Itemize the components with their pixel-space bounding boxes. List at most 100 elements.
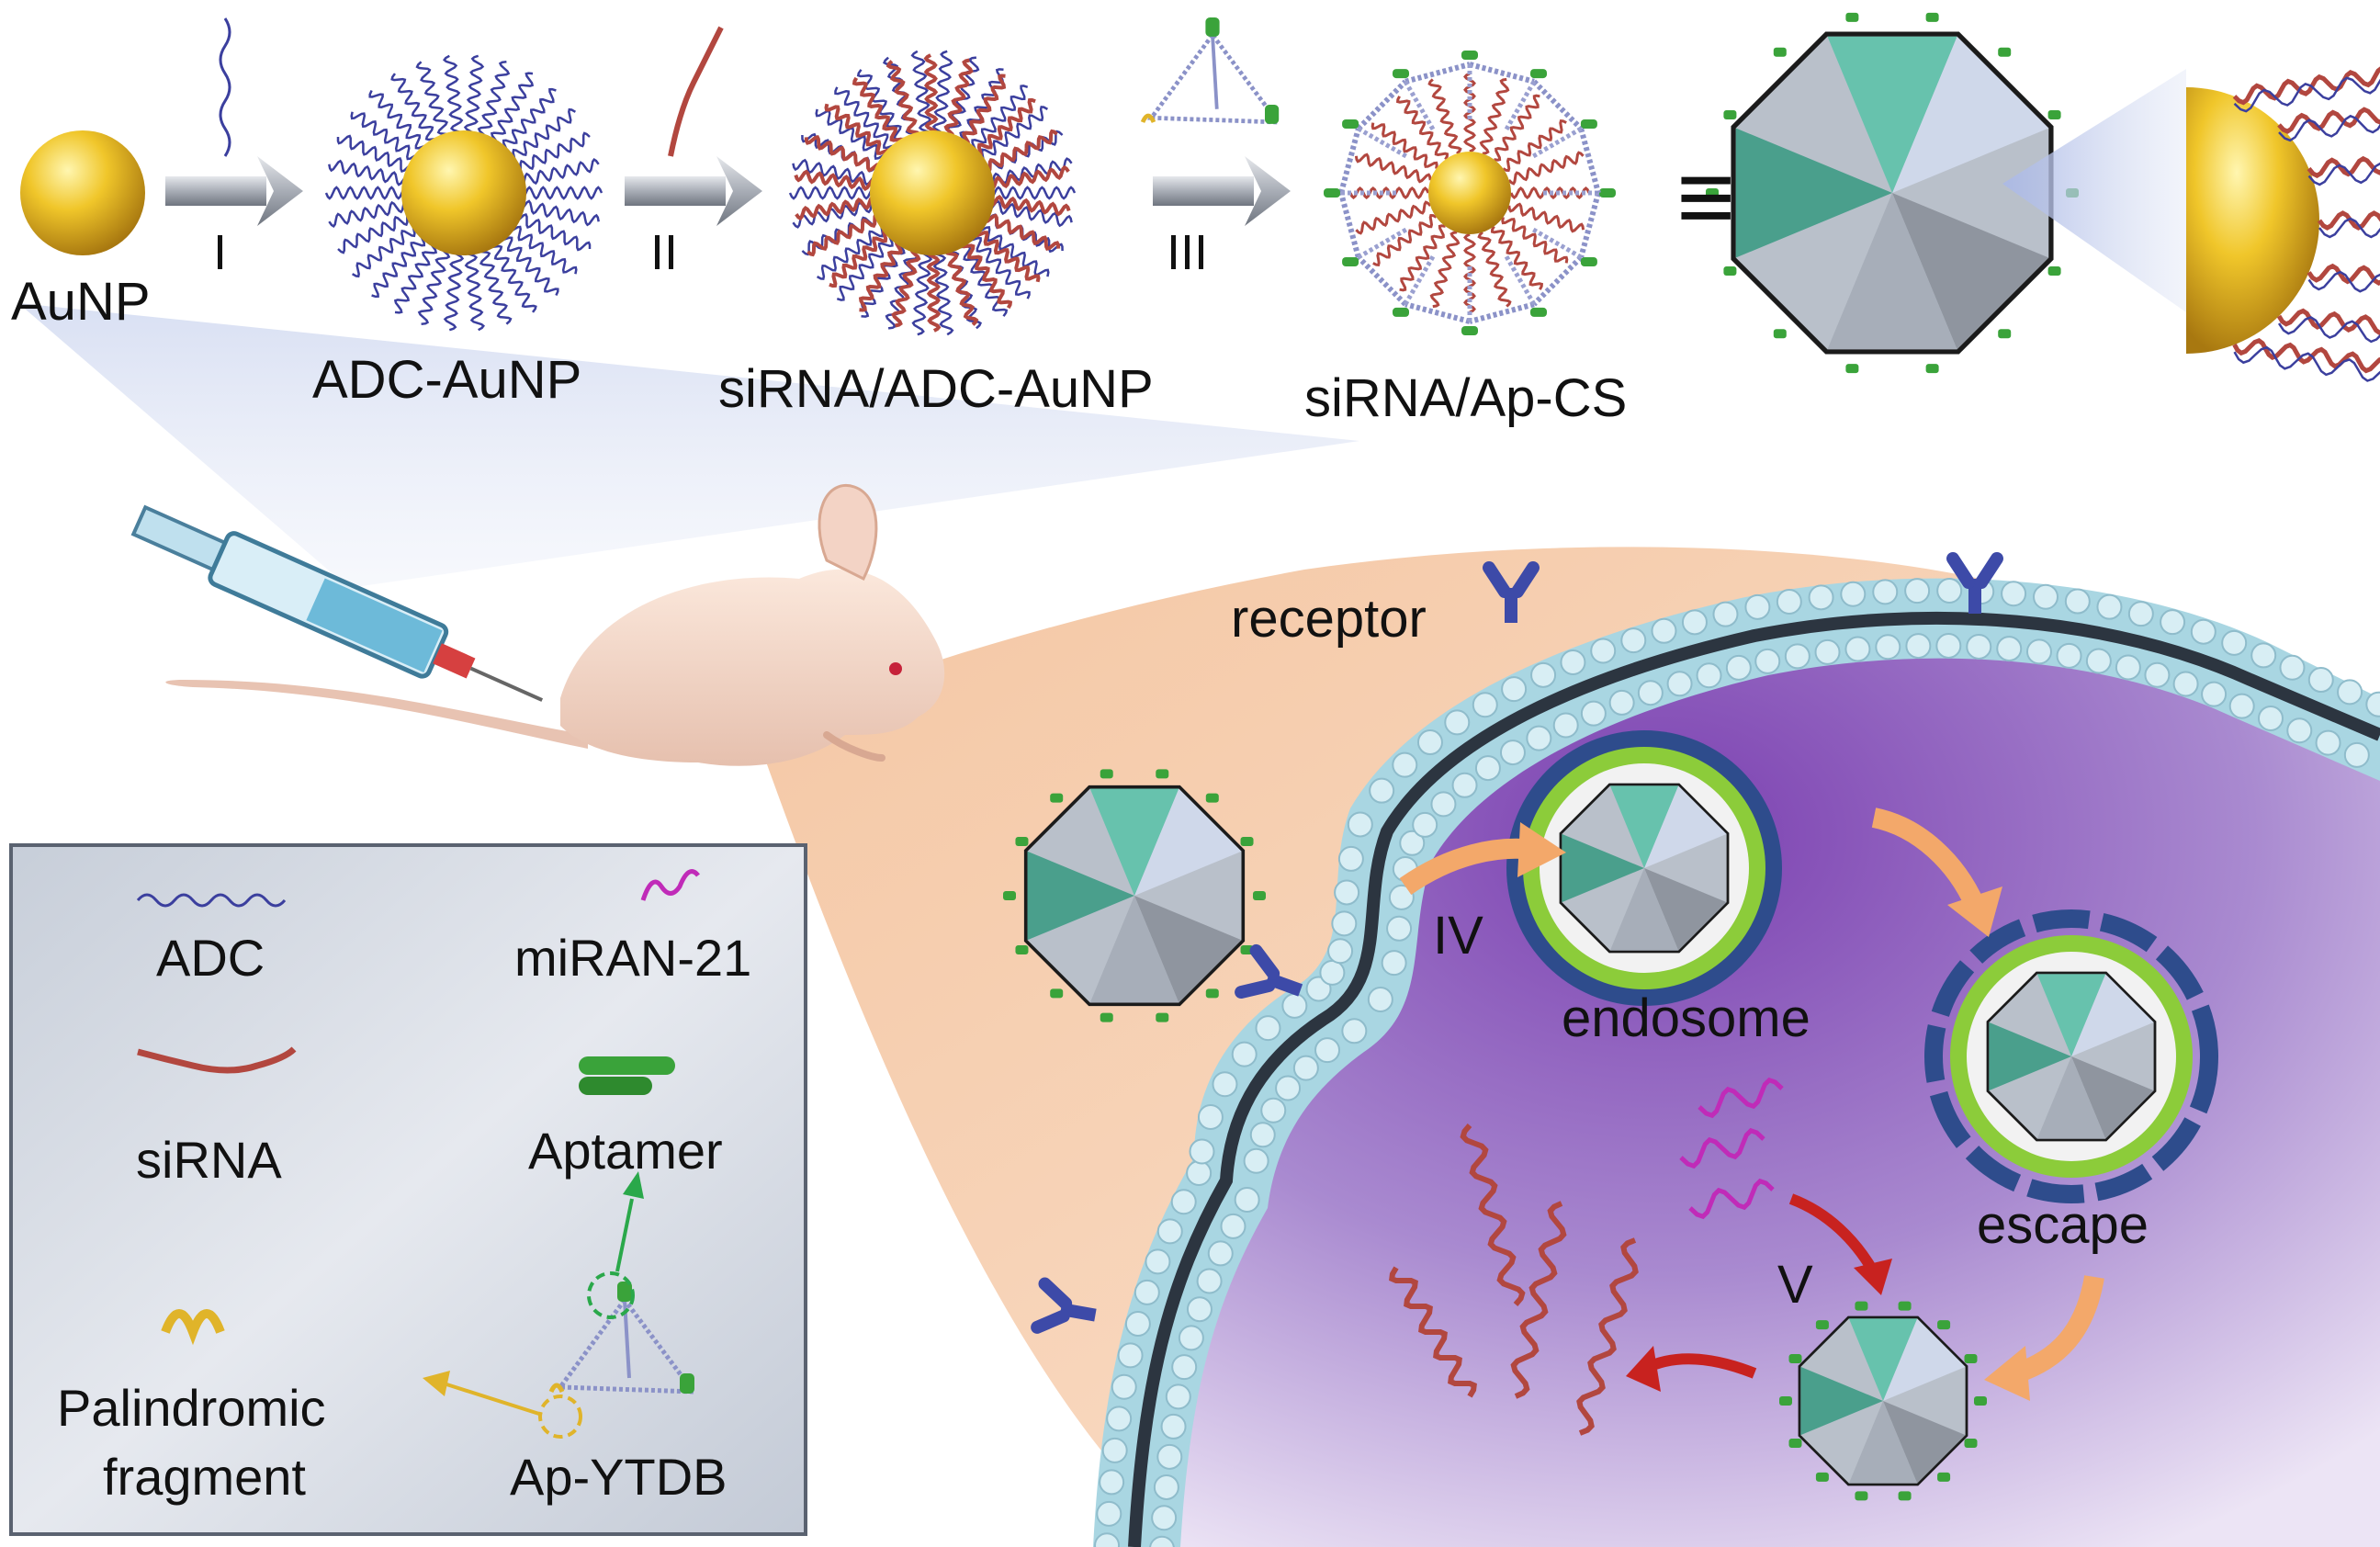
strand — [336, 134, 415, 174]
strand — [852, 76, 906, 147]
lipid-head — [2228, 693, 2255, 719]
strand — [1370, 122, 1438, 169]
lipid-head — [1430, 791, 1457, 818]
gold-core — [1428, 152, 1511, 234]
lipid-head — [1347, 811, 1373, 838]
cage-spoke — [1403, 80, 1436, 130]
half-aunp — [2186, 87, 2319, 354]
strand — [891, 245, 921, 328]
gold-core — [401, 130, 526, 255]
lipid-head — [1334, 879, 1360, 906]
lipid-head — [1875, 634, 1901, 661]
aptamer-mark — [1773, 47, 1787, 57]
strand — [982, 213, 1061, 252]
aptamer-mark — [1898, 1491, 1912, 1501]
poly-face — [2036, 1056, 2106, 1139]
surface-sirna — [2307, 263, 2380, 286]
ytdb-palindrome — [1140, 113, 1156, 124]
strand — [1395, 96, 1449, 161]
strand — [923, 53, 939, 138]
lipid-head — [1156, 1218, 1183, 1245]
sirna-strand — [1576, 1237, 1639, 1436]
lipid-head — [1499, 740, 1526, 766]
lipid-head — [1186, 1159, 1213, 1186]
strand — [968, 85, 1029, 155]
lipid-head — [1872, 579, 1899, 605]
lipid-head — [1996, 636, 2023, 662]
label-sirna-apcs: siRNA/Ap-CS — [1304, 368, 1628, 428]
strand — [931, 50, 953, 140]
strand — [442, 54, 465, 140]
arrow-escape-to-release — [2013, 1275, 2104, 1383]
lipid-head — [2056, 642, 2082, 669]
lipid-head — [1754, 648, 1781, 674]
strand — [1372, 213, 1438, 267]
strand — [931, 246, 954, 336]
aptamer-mark — [1599, 188, 1616, 198]
lipid-head — [2064, 588, 2091, 615]
surface-sirna — [2232, 66, 2380, 106]
surface-sirna — [2277, 107, 2380, 134]
lipid-head — [1844, 636, 1871, 662]
lipid-head — [2365, 691, 2380, 717]
arrow-endosome-to-escape — [1871, 807, 1985, 909]
poly-face — [1644, 785, 1727, 868]
label-adc-aunp: ADC-AuNP — [312, 350, 582, 410]
strand — [328, 198, 412, 228]
aptamer-mark — [1898, 1301, 1912, 1311]
strand — [463, 246, 486, 332]
surface-adc — [2307, 270, 2380, 293]
aptamer-mark — [1974, 1396, 1987, 1406]
legend-aptamer-pointer — [615, 1198, 634, 1272]
lipid-head — [1744, 593, 1771, 620]
poly-face — [1562, 833, 1644, 903]
lipid-head — [1416, 729, 1443, 756]
label-step-2: II — [650, 225, 679, 280]
receptor-icon — [1235, 943, 1303, 999]
lipid-head — [1153, 1474, 1179, 1500]
aptamer-mark — [1788, 1438, 1802, 1448]
strand — [475, 244, 513, 325]
lipid-head — [1106, 1406, 1133, 1432]
aptamer-mark — [1964, 1438, 1978, 1448]
escape-outer — [1924, 909, 2218, 1203]
cage-edge — [1404, 301, 1471, 324]
lipid-head — [1314, 1037, 1341, 1064]
lipid-head — [2250, 642, 2277, 669]
lipid-head — [1936, 577, 1963, 604]
cage-edge — [1404, 62, 1471, 85]
lipid-head — [1451, 772, 1478, 798]
aptamer-mark — [1706, 188, 1719, 198]
ytdb-aptamer — [1205, 17, 1220, 37]
syringe-liquid — [306, 578, 443, 673]
label-step-4: IV — [1433, 906, 1483, 965]
lipid-head — [1124, 1311, 1151, 1338]
receptor-arms — [1235, 943, 1280, 999]
poly-face — [1848, 1318, 1918, 1401]
poly-face — [1883, 1318, 1966, 1401]
legend-aptamer-icon — [579, 1056, 675, 1095]
mouse-illustration — [165, 484, 945, 766]
legend-sirna-icon — [137, 1046, 297, 1074]
strand — [1501, 217, 1569, 264]
lipid-head — [1808, 584, 1834, 611]
lipid-head — [2190, 618, 2216, 645]
aptamer-mark — [1925, 12, 1939, 22]
strand — [985, 157, 1073, 188]
strand — [417, 243, 451, 325]
cage-edge — [1578, 128, 1601, 194]
strand — [974, 97, 1036, 159]
lipid-head — [1243, 1147, 1269, 1174]
lipid-head — [1337, 845, 1364, 872]
sirna-strand — [1510, 1201, 1567, 1399]
syringe-tip — [433, 643, 476, 679]
poly-face — [2071, 1056, 2154, 1139]
lipid-head — [1386, 915, 1413, 942]
equivalence-symbol: ≡ — [1676, 141, 1736, 254]
cage-spoke — [1504, 80, 1537, 130]
poly-face — [1644, 868, 1727, 951]
mirna-strand — [1698, 1077, 1784, 1119]
lipid-head — [1392, 751, 1418, 778]
lipid-head — [1096, 1500, 1122, 1527]
